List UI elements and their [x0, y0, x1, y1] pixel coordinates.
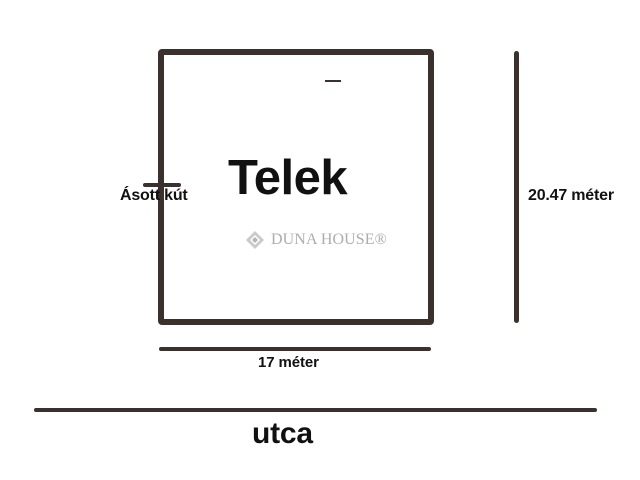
- well-marker: [143, 183, 181, 187]
- width-dimension-label: 17 méter: [258, 354, 319, 371]
- street-line: [34, 408, 597, 412]
- height-dimension-label: 20.47 méter: [528, 187, 614, 204]
- duna-house-logo-icon: [246, 231, 264, 249]
- width-dimension-line: [159, 347, 431, 351]
- watermark-text: DUNA HOUSE®: [271, 231, 387, 248]
- well-label: Ásott kút: [120, 187, 188, 204]
- plot-title: Telek: [228, 151, 348, 205]
- watermark-logo: DUNA HOUSE®: [245, 226, 405, 254]
- small-top-mark: [325, 80, 341, 82]
- street-label: utca: [252, 417, 313, 450]
- height-dimension-line: [514, 51, 519, 323]
- plot-outline: [158, 49, 434, 325]
